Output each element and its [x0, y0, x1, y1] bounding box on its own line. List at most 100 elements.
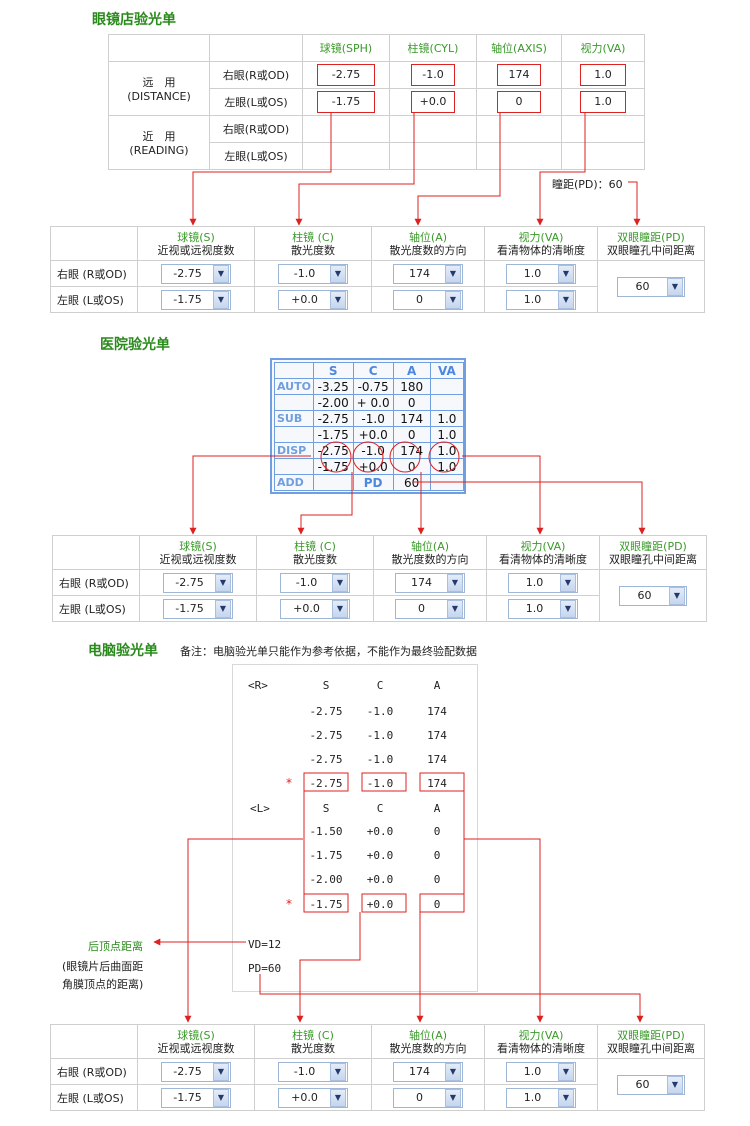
left-axis-select[interactable]: 0▼: [395, 598, 465, 619]
form-header-pd: 双眼瞳距(PD): [617, 1028, 685, 1042]
l-reading: 0: [433, 825, 441, 838]
l-eye-label: <L>: [250, 802, 270, 815]
form-header-cyl: 柱镜 (C): [292, 1028, 334, 1042]
chevron-down-icon: ▼: [560, 599, 576, 618]
opt-right-axis: 174: [497, 64, 541, 86]
form-header-cyl: 柱镜 (C): [294, 539, 336, 553]
chevron-down-icon: ▼: [213, 264, 229, 283]
computer-printout: [232, 664, 478, 992]
r-reading: -2.75: [309, 729, 343, 742]
form-header-cyl: 柱镜 (C): [292, 230, 334, 244]
right-sph-select[interactable]: -2.75▼: [161, 1061, 231, 1082]
form-header-va: 视力(VA): [518, 1028, 564, 1042]
prescription-form-1: 球镜(S)近视或远视度数 柱镜 (C)散光度数 轴位(A)散光度数的方向 视力(…: [50, 226, 705, 313]
l-col-header: C: [376, 802, 384, 815]
opt-pd-label: 瞳距(PD)：60: [552, 178, 623, 191]
opt-left-va: 1.0: [580, 91, 626, 113]
vd-note-line2: 角膜顶点的距离): [62, 978, 144, 991]
right-cyl-select[interactable]: -1.0▼: [280, 572, 350, 593]
chevron-down-icon: ▼: [669, 586, 685, 605]
left-va-select[interactable]: 1.0▼: [508, 598, 578, 619]
form-left-eye-label: 左眼 (L或OS): [50, 1084, 138, 1111]
left-va-select[interactable]: 1.0▼: [506, 289, 576, 310]
chevron-down-icon: ▼: [445, 264, 461, 283]
form-header-pd: 双眼瞳距(PD): [617, 230, 685, 244]
r-col-header: S: [322, 679, 330, 692]
pd-select[interactable]: 60▼: [617, 1074, 685, 1095]
form-left-eye-label: 左眼 (L或OS): [50, 286, 138, 313]
hosp-cell: 174: [392, 442, 431, 459]
right-axis-select[interactable]: 174▼: [393, 263, 463, 284]
left-cyl-select[interactable]: +0.0▼: [278, 289, 348, 310]
right-sph-select[interactable]: -2.75▼: [161, 263, 231, 284]
left-cyl-select[interactable]: +0.0▼: [278, 1087, 348, 1108]
l-col-header: A: [433, 802, 441, 815]
form-right-eye-label: 右眼 (R或OD): [50, 260, 138, 287]
form-header-va: 视力(VA): [518, 230, 564, 244]
r-col-header: C: [376, 679, 384, 692]
r-reading: -1.0: [366, 753, 394, 766]
opt-left-sph: -1.75: [317, 91, 375, 113]
chevron-down-icon: ▼: [447, 599, 463, 618]
l-reading: -1.75: [309, 849, 343, 862]
right-va-select[interactable]: 1.0▼: [506, 263, 576, 284]
opt-right-cyl: -1.0: [411, 64, 455, 86]
vd-note-line1: (眼镜片后曲面距: [62, 960, 144, 973]
pd-select[interactable]: 60▼: [617, 276, 685, 297]
chevron-down-icon: ▼: [332, 599, 348, 618]
r-reading: -1.0: [366, 705, 394, 718]
l-reading: -2.00: [309, 873, 343, 886]
vd-value: VD=12: [248, 938, 282, 951]
computer-note: 备注：电脑验光单只能作为参考依据，不能作为最终验配数据: [180, 645, 477, 658]
l-col-header: S: [322, 802, 330, 815]
form-header-sph: 球镜(S): [177, 1028, 215, 1042]
opt-reading-left-label: 左眼(L或OS): [209, 142, 303, 170]
r-final-value: 174: [427, 777, 447, 790]
chevron-down-icon: ▼: [667, 277, 683, 296]
optician-table: 球镜(SPH) 柱镜(CYL) 轴位(AXIS) 视力(VA) 远 用(DIST…: [108, 34, 645, 170]
left-va-select[interactable]: 1.0▼: [506, 1087, 576, 1108]
opt-right-eye-label: 右眼(R或OD): [209, 61, 303, 89]
chevron-down-icon: ▼: [330, 290, 346, 309]
r-final-value: -2.75: [309, 777, 343, 790]
right-axis-select[interactable]: 174▼: [393, 1061, 463, 1082]
star-marker: *: [286, 776, 292, 790]
left-axis-select[interactable]: 0▼: [393, 289, 463, 310]
chevron-down-icon: ▼: [447, 573, 463, 592]
chevron-down-icon: ▼: [445, 290, 461, 309]
chevron-down-icon: ▼: [330, 264, 346, 283]
left-axis-select[interactable]: 0▼: [393, 1087, 463, 1108]
chevron-down-icon: ▼: [558, 290, 574, 309]
opt-left-cyl: +0.0: [411, 91, 455, 113]
chevron-down-icon: ▼: [445, 1088, 461, 1107]
chevron-down-icon: ▼: [558, 264, 574, 283]
left-sph-select[interactable]: -1.75▼: [161, 1087, 231, 1108]
form-header-sph: 球镜(S): [179, 539, 217, 553]
form-header-va: 视力(VA): [520, 539, 566, 553]
opt-header-va: 视力(VA): [561, 34, 645, 62]
opt-left-axis: 0: [497, 91, 541, 113]
section-title-computer: 电脑验光单: [88, 643, 158, 659]
left-sph-select[interactable]: -1.75▼: [163, 598, 233, 619]
right-sph-select[interactable]: -2.75▼: [163, 572, 233, 593]
right-cyl-select[interactable]: -1.0▼: [278, 263, 348, 284]
opt-left-eye-label: 左眼(L或OS): [209, 88, 303, 116]
l-reading: 0: [433, 873, 441, 886]
section-title-optician: 眼镜店验光单: [92, 12, 176, 28]
pd-select[interactable]: 60▼: [619, 585, 687, 606]
right-axis-select[interactable]: 174▼: [395, 572, 465, 593]
form-left-eye-label: 左眼 (L或OS): [52, 595, 140, 622]
chevron-down-icon: ▼: [213, 1088, 229, 1107]
l-final-value: +0.0: [366, 898, 394, 911]
left-cyl-select[interactable]: +0.0▼: [280, 598, 350, 619]
right-cyl-select[interactable]: -1.0▼: [278, 1061, 348, 1082]
r-reading: -1.0: [366, 729, 394, 742]
opt-right-va: 1.0: [580, 64, 626, 86]
chevron-down-icon: ▼: [215, 573, 231, 592]
left-sph-select[interactable]: -1.75▼: [161, 289, 231, 310]
hosp-row-label: ADD: [274, 474, 314, 491]
right-va-select[interactable]: 1.0▼: [508, 572, 578, 593]
l-reading: +0.0: [366, 849, 394, 862]
right-va-select[interactable]: 1.0▼: [506, 1061, 576, 1082]
